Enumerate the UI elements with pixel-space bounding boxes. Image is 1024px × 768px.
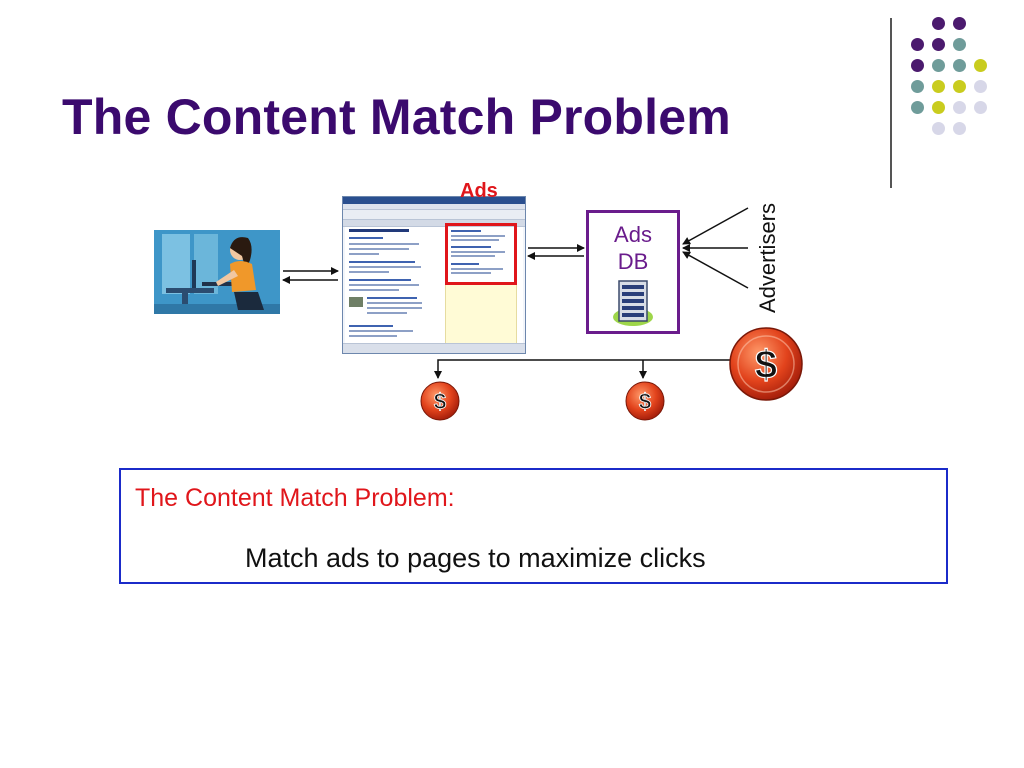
web-page-thumbnail xyxy=(342,196,526,354)
decorative-dot xyxy=(932,122,945,135)
user-at-computer-icon xyxy=(154,230,280,314)
decorative-dot xyxy=(932,59,945,72)
decorative-dot xyxy=(911,38,924,51)
problem-heading: The Content Match Problem: xyxy=(135,484,455,512)
ads-db-label-line1: Ads xyxy=(614,222,652,247)
dollar-symbol: $ xyxy=(639,389,651,414)
ads-db-box: Ads DB xyxy=(586,210,680,334)
decorative-dot xyxy=(911,80,924,93)
dollar-symbol: $ xyxy=(755,343,777,387)
decorative-dot xyxy=(911,59,924,72)
decorative-dot xyxy=(953,59,966,72)
ads-highlight-box xyxy=(445,223,517,285)
decorative-dot xyxy=(932,101,945,114)
decorative-dot xyxy=(974,80,987,93)
decorative-dot xyxy=(953,101,966,114)
advertisers-label: Advertisers xyxy=(755,202,780,314)
dollar-symbol: $ xyxy=(434,389,446,414)
decorative-dot xyxy=(953,38,966,51)
ad-listing-lines xyxy=(451,230,505,274)
decorative-dot xyxy=(974,101,987,114)
decorative-dot xyxy=(953,122,966,135)
dollar-coin-icon-small-1: $ xyxy=(420,381,460,421)
decorative-dot xyxy=(953,17,966,30)
ads-label: Ads xyxy=(460,180,498,202)
dollar-coin-icon-large: $ xyxy=(729,327,803,401)
arrow-advertiser-3 xyxy=(682,251,749,289)
slide-title: The Content Match Problem xyxy=(62,89,731,145)
database-server-icon xyxy=(613,280,653,326)
decorative-dot xyxy=(932,17,945,30)
decorative-divider xyxy=(890,18,892,188)
payment-flow-line xyxy=(434,359,730,379)
problem-description: Match ads to pages to maximize clicks xyxy=(245,543,706,573)
decorative-dot xyxy=(953,80,966,93)
problem-statement-box: The Content Match Problem: Match ads to … xyxy=(119,468,948,584)
ads-db-label-line2: DB xyxy=(617,249,649,274)
decorative-dot xyxy=(932,80,945,93)
decorative-dot xyxy=(974,59,987,72)
dollar-coin-icon-small-2: $ xyxy=(625,381,665,421)
decorative-dot xyxy=(932,38,945,51)
arrow-advertiser-1 xyxy=(682,207,749,245)
decorative-dot xyxy=(911,101,924,114)
